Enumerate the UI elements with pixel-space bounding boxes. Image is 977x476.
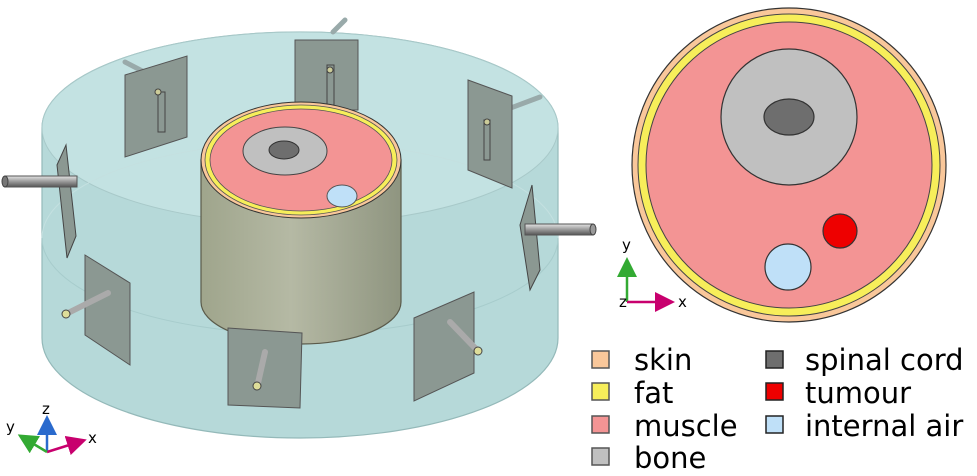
phantom-spinal-cord (268, 140, 300, 160)
axis-3d-z-label: z (42, 400, 50, 418)
tissue-legend: skin fat muscle bone spinal cord tumour … (591, 343, 964, 475)
antenna-back-right (467, 79, 543, 189)
legend-item-spinal-cord: spinal cord (765, 343, 964, 377)
legend-item-bone: bone (591, 441, 706, 475)
legend-label-skin: skin (634, 343, 692, 377)
legend-swatch-skin (591, 350, 610, 369)
legend-item-skin: skin (591, 343, 692, 377)
phantom-internal-air (326, 184, 358, 208)
antenna-front-left (61, 254, 131, 366)
section-spinal-cord (763, 98, 815, 136)
antenna-right (519, 184, 597, 292)
section-internal-air (764, 243, 812, 291)
antenna-front-center (227, 327, 303, 409)
legend-swatch-bone (591, 447, 610, 466)
legend-swatch-spinal-cord (765, 350, 784, 369)
antenna-front-right (413, 291, 483, 402)
legend-label-muscle: muscle (634, 409, 738, 443)
section-tumour (822, 213, 858, 249)
applicator-3d-view: z x y (1, 17, 597, 456)
legend-item-internal-air: internal air (765, 409, 963, 443)
legend-label-fat: fat (634, 376, 673, 410)
legend-label-spinal-cord: spinal cord (805, 343, 964, 377)
legend-swatch-internal-air (765, 415, 784, 434)
antenna-back-left (122, 55, 188, 158)
axis-3d-x-label: x (88, 429, 97, 447)
antenna-left (1, 143, 78, 259)
legend-label-bone: bone (634, 441, 706, 475)
legend-swatch-tumour (765, 382, 784, 401)
legend-swatch-muscle (591, 415, 610, 434)
axis-triad-3d: z x y (6, 400, 97, 456)
phantom-cylinder (200, 101, 402, 345)
axis-2d-y-label: y (622, 236, 631, 254)
legend-item-fat: fat (591, 376, 673, 410)
axis-2d-x-label: x (678, 293, 687, 311)
legend-swatch-fat (591, 382, 610, 401)
antenna-back-center (294, 17, 359, 111)
axis-3d-y-label: y (6, 418, 15, 436)
legend-label-tumour: tumour (805, 376, 911, 410)
legend-label-internal-air: internal air (805, 409, 963, 443)
cross-section-2d-view: y x z (617, 7, 947, 323)
axis-2d-z-label: z (619, 293, 627, 311)
axis-triad-2d: y x z (617, 236, 687, 312)
legend-item-tumour: tumour (765, 376, 911, 410)
legend-item-muscle: muscle (591, 409, 738, 443)
